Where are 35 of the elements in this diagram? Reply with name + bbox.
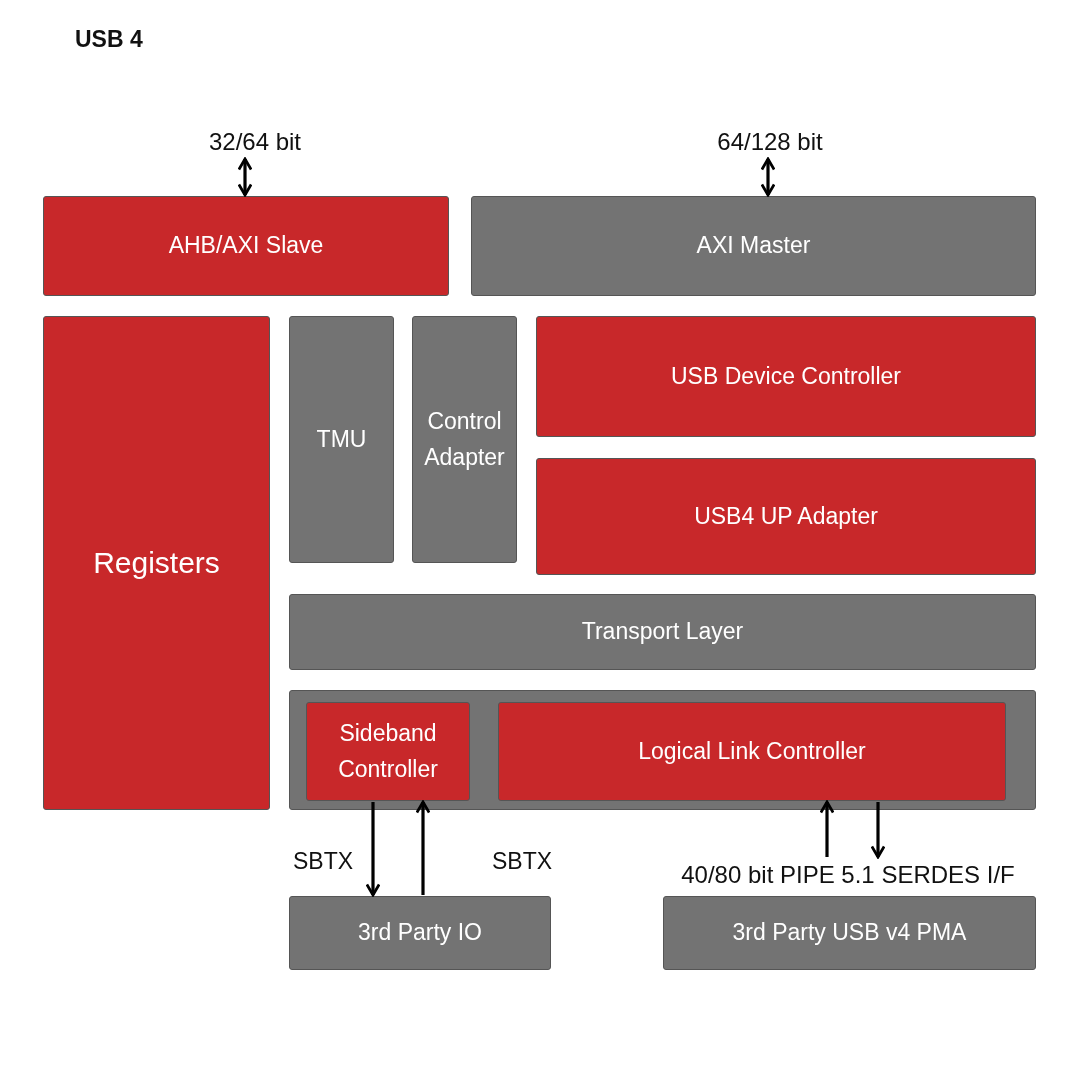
- external-block: [663, 896, 1036, 970]
- block-label: Sideband Controller: [337, 718, 439, 784]
- arrow: [237, 157, 253, 197]
- controller-block: [306, 702, 470, 801]
- bus-width-label: 64/128 bit: [716, 127, 824, 158]
- interface-label: 40/80 bit PIPE 5.1 SERDES I/F: [680, 860, 1016, 891]
- block-label: USB4 UP Adapter: [693, 501, 879, 531]
- block-label: 3rd Party USB v4 PMA: [731, 918, 968, 948]
- interface-block: [471, 196, 1036, 296]
- layer-block: [289, 594, 1036, 670]
- bus-width-label: 32/64 bit: [207, 127, 303, 158]
- interface-block: [43, 196, 449, 296]
- register-block: [43, 316, 270, 810]
- block-label: Transport Layer: [580, 617, 745, 647]
- arrow: [819, 800, 835, 857]
- external-block: [289, 896, 551, 970]
- block-label: AHB/AXI Slave: [167, 231, 325, 261]
- arrow: [415, 800, 431, 895]
- block-label: Logical Link Controller: [637, 736, 867, 766]
- container-block: [289, 690, 1036, 810]
- diagram-title: USB 4: [75, 26, 143, 53]
- block-label: Control Adapter: [423, 406, 506, 472]
- arrow: [760, 157, 776, 197]
- block-label: AXI Master: [695, 231, 812, 261]
- arrow: [365, 802, 381, 897]
- controller-block: [536, 316, 1036, 437]
- arrow: [870, 802, 886, 859]
- block-label: 3rd Party IO: [357, 918, 483, 948]
- module-block: [412, 316, 517, 563]
- block-label: Registers: [92, 544, 221, 581]
- adapter-block: [536, 458, 1036, 575]
- controller-block: [498, 702, 1006, 801]
- module-block: [289, 316, 394, 563]
- block-label: USB Device Controller: [669, 361, 903, 391]
- block-label: TMU: [315, 424, 368, 454]
